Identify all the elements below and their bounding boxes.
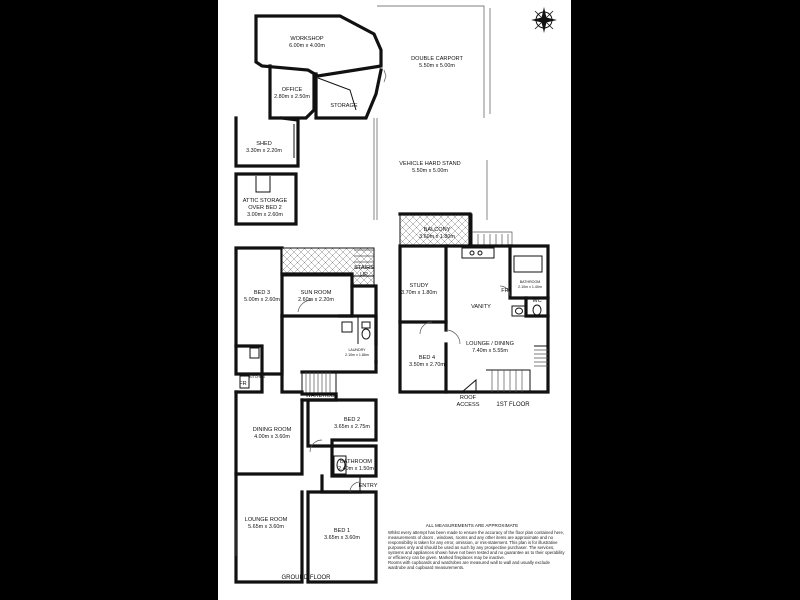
workshop-dims: 6.00m x 4.00m [289,43,325,49]
room-labels: WORKSHOP 6.00m x 4.00m DOUBLE CARPORT 5.… [239,36,542,581]
disclaimer-line: measurements of doors , windows, rooms a… [388,535,554,540]
attic-storage-dims: 3.00m x 2.60m [247,212,283,218]
attic-storage-walls [234,172,298,226]
ground-floor [234,246,378,584]
stairs-label: STAIRS [354,265,374,271]
lounge-room-dims: 5.65m x 3.60m [248,524,284,530]
sun-room-label: SUN ROOM [301,290,332,296]
bathroom-ground-label: BATHROOM [340,459,372,465]
storage-label: STORAGE [330,103,358,109]
carport-dims: 5.50m x 5.00m [419,63,455,69]
office-dims: 2.80m x 2.50m [274,94,310,100]
ground-floor-label: GROUND FLOOR [281,575,331,581]
wardrobe-label: WARDROBE [306,393,339,399]
bed2-label: BED 2 [344,417,360,423]
lounge-dining-label: LOUNGE / DINING [466,341,514,347]
bed4-label: BED 4 [419,355,435,361]
compass-rose-icon [531,7,557,33]
dining-room-label: DINING ROOM [253,427,292,433]
sun-room-walls [280,272,354,318]
study-dims: 3.70m x 1.80m [401,290,437,296]
bathroom-first-dims: 2.10m x 1.40m [518,285,542,289]
kitchen-walls [234,344,264,394]
roof-label: ROOF [460,395,477,401]
hard-stand-dims: 5.50m x 5.00m [412,168,448,174]
first-floor-label: 1ST FLOOR [496,402,530,408]
disclaimer-line: responsibility is taken for any error, o… [388,540,558,545]
balcony-label: BALCONY [424,227,451,233]
workshop-label: WORKSHOP [290,36,324,42]
disclaimer-line: purposes only and should be used as such… [388,545,554,550]
bed2-dims: 3.65m x 2.75m [334,424,370,430]
carport-outline [377,5,485,118]
first-floor-walls [398,244,550,394]
roof-access-label: ACCESS [456,402,479,408]
laundry-dims: 2.10m x 1.86m [345,353,369,357]
bathroom-first-label: BATHROOM [520,280,541,284]
disclaimer-line: systems and appliances shown have not be… [388,550,565,555]
vanity-label: VANITY [471,304,491,310]
attic-storage-label-1: ATTIC STORAGE [243,198,288,204]
attic-storage-label-2: OVER BED 2 [248,205,282,211]
shed-walls [234,116,300,168]
disclaimer-line: Rooms with cupboards and wardrobes are m… [388,560,551,565]
bed4-dims: 3.50m x 2.70m [409,362,445,368]
kitchen-label: KITCHEN [249,375,265,379]
storage-walls [314,68,383,120]
dining-room-walls [234,390,304,476]
disclaimer-line: wardrobe and cupboard measurements. [388,565,464,570]
fr-first-label: FR [501,288,508,294]
bed3-dims: 5.00m x 2.60m [244,297,280,303]
outbuildings [234,5,491,226]
laundry-label: LAUNDRY [348,348,366,352]
bed1-walls [306,490,378,584]
vanity-unit [511,305,527,317]
bathroom-ground-walls [330,444,378,478]
stairs-up-label: UP [360,272,368,278]
bathroom-first-walls [508,244,550,300]
disclaimer-line: or efficiency can be given. Marked firep… [388,555,505,560]
bed2-walls [306,398,378,448]
kitchenette-bench [461,247,495,259]
wc-label: WC [532,298,541,304]
laundry-walls [338,314,378,346]
bathroom-ground-dims: 2.40m x 1.50m [338,466,374,472]
ground-stairs [301,249,374,395]
disclaimer-line: Whilst every attempt has been made to en… [388,530,564,535]
hard-stand-label: VEHICLE HARD STAND [399,161,460,167]
disclaimer-title: ALL MEASUREMENTS ARE APPROXIMATE [426,523,518,528]
paper-sheet [218,0,571,600]
shed-label: SHED [256,141,272,147]
dining-room-dims: 4.00m x 3.60m [254,434,290,440]
lounge-room-label: LOUNGE ROOM [245,517,288,523]
balcony-dims: 3.60m x 1.80m [419,234,455,240]
carport-label: DOUBLE CARPORT [411,56,463,62]
bed3-label: BED 3 [254,290,270,296]
disclaimer: ALL MEASUREMENTS ARE APPROXIMATE Whilst … [388,523,565,570]
study-label: STUDY [410,283,429,289]
entry-label: ENTRY [359,483,378,489]
workshop-walls [254,14,383,78]
fr-ground-label: FR [239,381,246,387]
shed-dims: 3.30m x 2.20m [246,148,282,154]
lounge-dining-dims: 7.40m x 5.55m [472,348,508,354]
sun-room-dims: 2.60m x 2.20m [298,297,334,303]
first-floor [398,212,550,394]
bed1-label: BED 1 [334,528,350,534]
office-walls [268,64,316,120]
bed1-dims: 3.65m x 3.60m [324,535,360,541]
balcony-walls [398,212,472,248]
first-floor-stairs [486,369,531,392]
office-label: OFFICE [282,87,303,93]
